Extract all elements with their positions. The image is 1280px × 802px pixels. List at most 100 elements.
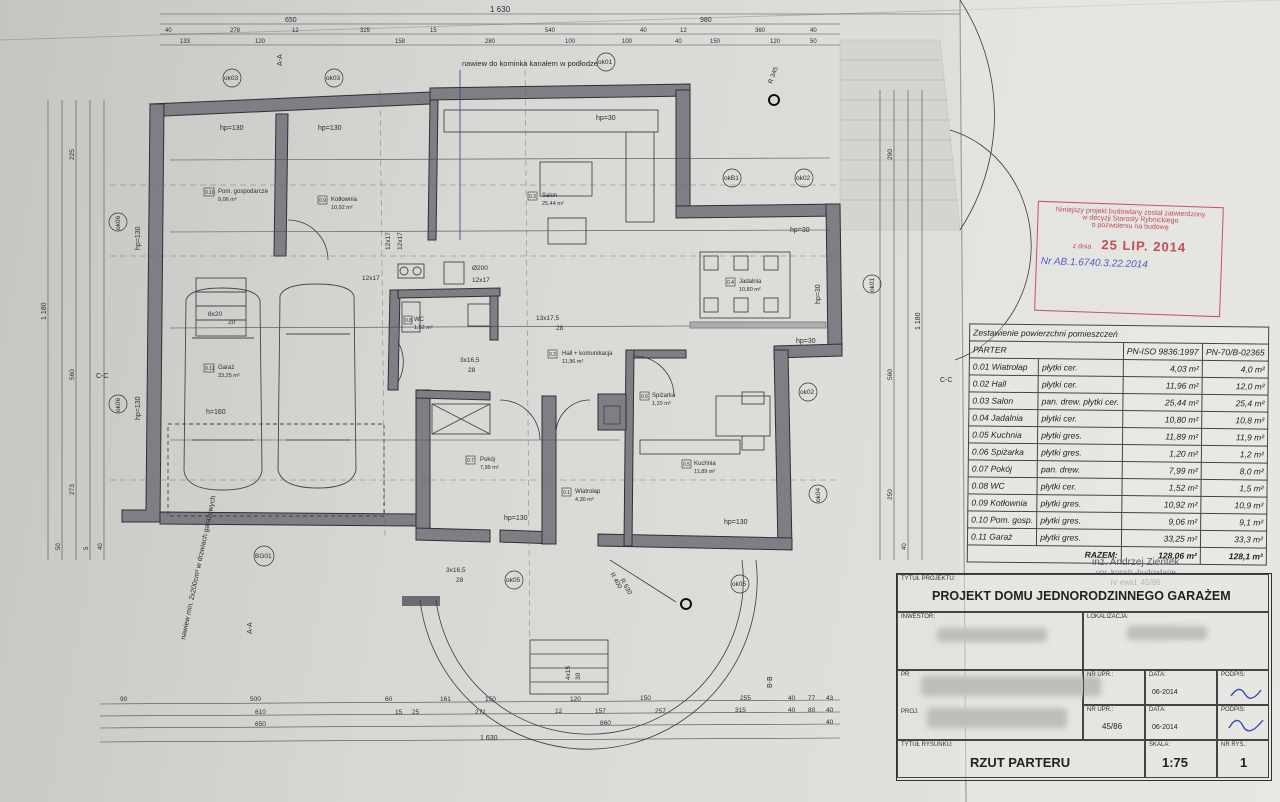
stair-label: 13x17,5: [536, 315, 560, 322]
area-value-2: 11,9 m²: [1201, 428, 1268, 447]
room-label: 0.5 Kuchnia 11,89 m²: [681, 459, 716, 475]
dim-label: 650: [255, 721, 266, 728]
room-area: 11,96 m²: [562, 359, 583, 365]
room-number: 0.11: [205, 366, 215, 372]
dim-label: 278: [230, 28, 241, 34]
dim-label: 257: [655, 708, 666, 715]
area-value-2: 4,0 m²: [1202, 360, 1269, 379]
window-tag: ok03: [222, 68, 242, 88]
stamp-number: Nr AB.1.6740.3.22.2014: [1040, 255, 1148, 271]
dim-label: 12: [555, 708, 563, 715]
dim-label: 40: [675, 39, 682, 45]
dim-label: 280: [485, 39, 496, 45]
dim-label: 273: [69, 484, 76, 495]
area-value-2: 9,1 m²: [1200, 513, 1267, 532]
area-value-2: 1,2 m²: [1201, 445, 1268, 464]
dim-label: 15: [430, 28, 437, 34]
window-tag: ok04: [808, 484, 828, 504]
drawing-scale: 1:75: [1162, 755, 1189, 770]
room-area: 11,89 m²: [694, 469, 715, 475]
dim-label: 40: [826, 707, 834, 714]
room-area: 25,44 m²: [542, 201, 564, 207]
dim-label: 100: [622, 39, 633, 45]
dim-label: 120: [770, 39, 781, 45]
area-finish: płytki gres.: [1037, 426, 1123, 445]
area-value-1: 10,80 m²: [1122, 410, 1202, 429]
area-finish: płytki cer.: [1038, 375, 1124, 394]
redacted: [937, 628, 1047, 642]
area-value-1: 25,44 m²: [1122, 393, 1203, 412]
dim-label: 40: [788, 695, 796, 702]
room-label: 0.1 Wiatrołap 4,30 m²: [561, 487, 601, 503]
area-value-1: 4,03 m²: [1123, 359, 1203, 378]
dim-label: 290: [887, 149, 894, 160]
window-tag-label: ok04: [815, 488, 822, 502]
height-label: hp=30: [815, 284, 822, 304]
tb-upr-cell-2: NR UPR.: 45/86: [1083, 705, 1145, 740]
room-number: 0.9: [319, 198, 326, 204]
area-room-name: 0.03 Salon: [968, 391, 1039, 410]
window-tag-label: ok01: [869, 278, 876, 292]
window-tag-label: BG01: [255, 553, 272, 560]
area-finish: płytki gres.: [1037, 494, 1122, 513]
tb-date-cell-2: DATA: 06-2014: [1145, 705, 1217, 740]
height-label: hp=130: [318, 125, 342, 132]
dim-label: 80: [808, 707, 816, 714]
misc-label: 12x17: [397, 232, 404, 250]
room-number: 0.8: [405, 318, 412, 324]
room-area: 7,99 m²: [480, 465, 499, 471]
tb-label: TYTUŁ PROJEKTU:: [901, 576, 956, 582]
area-value-2: 25,4 m²: [1201, 394, 1269, 413]
tb-upr-value: 45/86: [1102, 722, 1123, 731]
room-label: 0.10 Pom. gospodarcze 9,06 m²: [203, 187, 269, 203]
room-label: 0.6 Spiżarka 1,20 m²: [639, 391, 676, 407]
area-value-1: 33,25 m²: [1121, 529, 1201, 548]
misc-label: R 345: [767, 66, 780, 85]
stair-label: 30: [575, 672, 582, 680]
tb-label: PROJ.: [901, 709, 919, 715]
room-name: Salon: [542, 193, 557, 199]
window-tag-label: okB1: [724, 175, 739, 182]
area-value-2: 8,0 m²: [1201, 462, 1268, 481]
stair-label: 28: [456, 577, 464, 584]
tb-project-cell: TYTUŁ PROJEKTU: PROJEKT DOMU JEDNORODZIN…: [897, 574, 1269, 612]
height-label: hp=130: [135, 226, 142, 250]
window-tag-label: ok06: [115, 216, 122, 230]
area-room-name: 0.07 Pokój: [968, 459, 1038, 478]
tb-label: NR UPR.:: [1087, 707, 1114, 713]
window-tag: ok05: [504, 570, 524, 590]
dim-label: 90: [120, 696, 128, 703]
room-label: 0.8 WC 1,52 m²: [403, 315, 433, 331]
designer-name: inż. Andrzej Zientek: [1092, 557, 1180, 568]
misc-label: Ø200: [472, 265, 488, 272]
room-number: 0.4: [727, 280, 734, 286]
area-table-col-std1: PN-ISO 9836:1997: [1123, 342, 1203, 361]
misc-label: 12x17: [472, 277, 490, 284]
height-labels: hp=130 hp=130 hp=30 hp=30 hp=130 hp=30 h…: [135, 115, 822, 526]
room-area: 1,52 m²: [414, 325, 433, 331]
stair-label: 20: [228, 319, 236, 326]
tb-location-cell: LOKALIZACJA:: [1083, 612, 1269, 670]
area-table-col-std2: PN-70/B-02365: [1202, 343, 1269, 362]
dim-label: 5: [84, 546, 90, 550]
tb-label: NR RYS.:: [1221, 742, 1247, 748]
drawing-title: RZUT PARTERU: [970, 755, 1071, 770]
tb-sign-cell-2: PODPIS:: [1217, 705, 1269, 740]
dim-label: 40: [810, 28, 817, 34]
window-tag-label: ok05: [732, 581, 746, 588]
area-room-name: 0.06 Spiżarka: [968, 442, 1038, 461]
height-label: hp=130: [135, 396, 142, 420]
dim-label: 255: [740, 695, 751, 702]
area-finish: płytki cer.: [1038, 358, 1124, 377]
window-tag: okB1: [722, 168, 742, 188]
section-mark: A-A: [247, 622, 254, 634]
dim-label: 40: [165, 28, 172, 34]
terrace-arc: [610, 0, 995, 231]
area-room-name: 0.02 Hall: [969, 374, 1039, 393]
designer-line: upr. konstr.-budowlane: [1092, 568, 1179, 578]
area-table-col-floor: PARTER: [969, 340, 1124, 360]
misc-label: 12x17: [362, 275, 380, 282]
height-label: hp=30: [796, 338, 816, 345]
tb-label: DATA:: [1149, 672, 1166, 678]
